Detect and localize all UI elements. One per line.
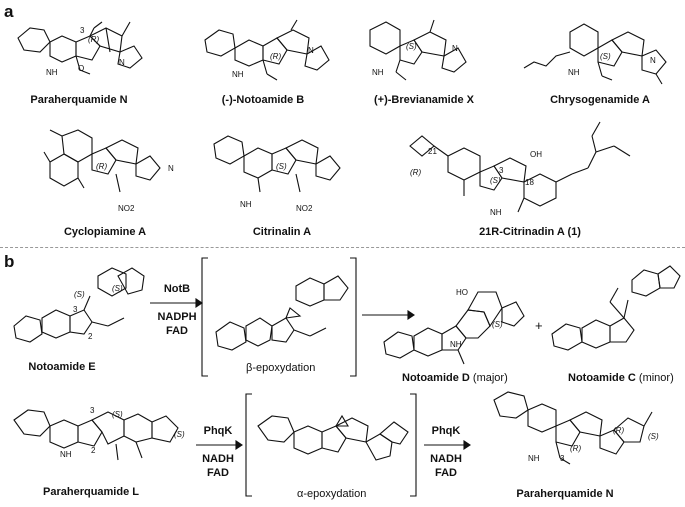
pl-nh-label: NH (60, 450, 72, 459)
cyclopiamine-a-structure (43, 129, 161, 193)
notoamide-d-name: Notoamide D (402, 372, 470, 384)
pn-locant-3: 3 (80, 26, 85, 35)
panel-divider (0, 247, 685, 248)
pl-stereo-s: (S) (112, 410, 123, 419)
notoamide-d-structure (383, 291, 525, 365)
compound-name-citrinadin-a: 21R-Citrinadin A (1) (479, 226, 581, 238)
compound-name-cyclopiamine-a: Cyclopiamine A (63, 226, 147, 238)
brevianamide-x-structure (369, 19, 467, 81)
nadh-cofactor-2: NADH (430, 453, 462, 465)
phqk-arrow-1 (196, 439, 243, 451)
ne-stereo-s: (S) (112, 284, 123, 293)
cy-n-label: N (168, 164, 174, 173)
nb-n-label: N (308, 46, 314, 55)
ne-locant-2: 2 (88, 332, 93, 341)
notoamide-e-structure (13, 267, 145, 343)
ca-stereo-s: (S) (600, 52, 611, 61)
compound-name-brevianamide-x: (+)-Brevianamide X (374, 94, 474, 106)
pn-nh-label: NH (46, 68, 58, 77)
notb-enzyme: NotB (163, 283, 191, 295)
compound-name-paraherquamide-l: Paraherquamide L (43, 486, 139, 498)
compound-name-citrinalin-a: Citrinalin A (252, 226, 312, 238)
paraherquamide-n-structure (17, 21, 143, 75)
alpha-intermediate-brackets (245, 393, 417, 497)
compound-name-notoamide-e: Notoamide E (28, 361, 96, 373)
pl-locant-3: 3 (90, 406, 95, 415)
pnp-stereo-r: (R) (570, 444, 582, 453)
cd-stereo-r: (R) (410, 168, 422, 177)
citrinadin-a-structure (409, 121, 631, 213)
compound-name-paraherquamide-n: Paraherquamide N (30, 94, 128, 106)
pl-locant-2: 2 (91, 446, 96, 455)
panel-a-letter: a (4, 2, 14, 21)
compound-name-notoamide-b: (-)-Notoamide B (221, 94, 305, 106)
bx-nh-label: NH (372, 68, 384, 77)
cd-nh-label: NH (490, 208, 502, 217)
notoamide-c-tag: (minor) (638, 372, 674, 384)
notoamide-c-name: Notoamide C (568, 372, 636, 384)
notoamide-c-structure (551, 265, 681, 351)
fad-cofactor-1: FAD (166, 325, 188, 337)
compound-name-paraherquamide-n-product: Paraherquamide N (516, 488, 614, 500)
cy-no2-label: NO2 (118, 204, 135, 213)
notoamide-b-structure (204, 19, 330, 81)
pn-n-label: N (119, 58, 125, 67)
nd-nh-label: NH (450, 340, 462, 349)
pnp-locant-3: 3 (560, 454, 565, 463)
bx-stereo-s: (S) (406, 42, 417, 51)
panel-b-letter: b (4, 252, 15, 271)
nd-stereo-s: (S) (492, 320, 503, 329)
alpha-epoxydation-label: α-epoxydation (297, 488, 367, 500)
plus-sign: + (535, 318, 543, 333)
compound-name-chrysogenamide-a: Chrysogenamide A (550, 94, 650, 106)
notoamide-d-label: Notoamide D (major) (402, 372, 508, 384)
ne-stereo-s2: (S) (74, 290, 85, 299)
nd-ho-label: HO (456, 288, 468, 297)
beta-epoxydation-label: β-epoxydation (246, 362, 316, 374)
paraherquamide-n-product-structure (493, 391, 653, 465)
notoamide-c-label: Notoamide C (minor) (568, 372, 674, 384)
ne-locant-3: 3 (73, 305, 78, 314)
ci-stereo-s: (S) (276, 162, 287, 171)
nb-nh-label: NH (232, 70, 244, 79)
nb-stereo-r: (R) (270, 52, 282, 61)
ca-n-label: N (650, 56, 656, 65)
cd-stereo-s: (S) (490, 176, 501, 185)
beta-to-products-arrow (362, 309, 415, 321)
nadph-cofactor: NADPH (157, 311, 197, 323)
beta-intermediate-brackets (201, 257, 357, 377)
ci-nh-label: NH (240, 200, 252, 209)
phqk-enzyme-2: PhqK (431, 425, 461, 437)
notoamide-d-tag: (major) (472, 372, 508, 384)
bx-n-label: N (452, 44, 458, 53)
pnp-stereo-s: (S) (648, 432, 659, 441)
pnp-stereo-r2: (R) (613, 426, 625, 435)
notb-arrow (150, 297, 203, 309)
cy-stereo-r: (R) (96, 162, 108, 171)
pn-stereo-r: (R) (88, 35, 100, 44)
chrysogenamide-a-structure (523, 23, 667, 85)
cd-locant-3: 3 (499, 166, 504, 175)
fad-cofactor-3: FAD (435, 467, 457, 479)
citrinalin-a-structure (213, 135, 341, 193)
ca-nh-label: NH (568, 68, 580, 77)
cd-locant-21: 21 (428, 147, 437, 156)
paraherquamide-l-structure (13, 409, 179, 461)
cd-locant-18: 18 (525, 178, 534, 187)
cd-oh-label: OH (530, 150, 542, 159)
pnp-nh-label: NH (528, 454, 540, 463)
ci-no2-label: NO2 (296, 204, 313, 213)
fad-cofactor-2: FAD (207, 467, 229, 479)
phqk-arrow-2 (424, 439, 471, 451)
nadh-cofactor-1: NADH (202, 453, 234, 465)
phqk-enzyme-1: PhqK (203, 425, 233, 437)
pl-stereo-s2: (S) (174, 430, 185, 439)
pn-o-label: O (78, 64, 85, 73)
